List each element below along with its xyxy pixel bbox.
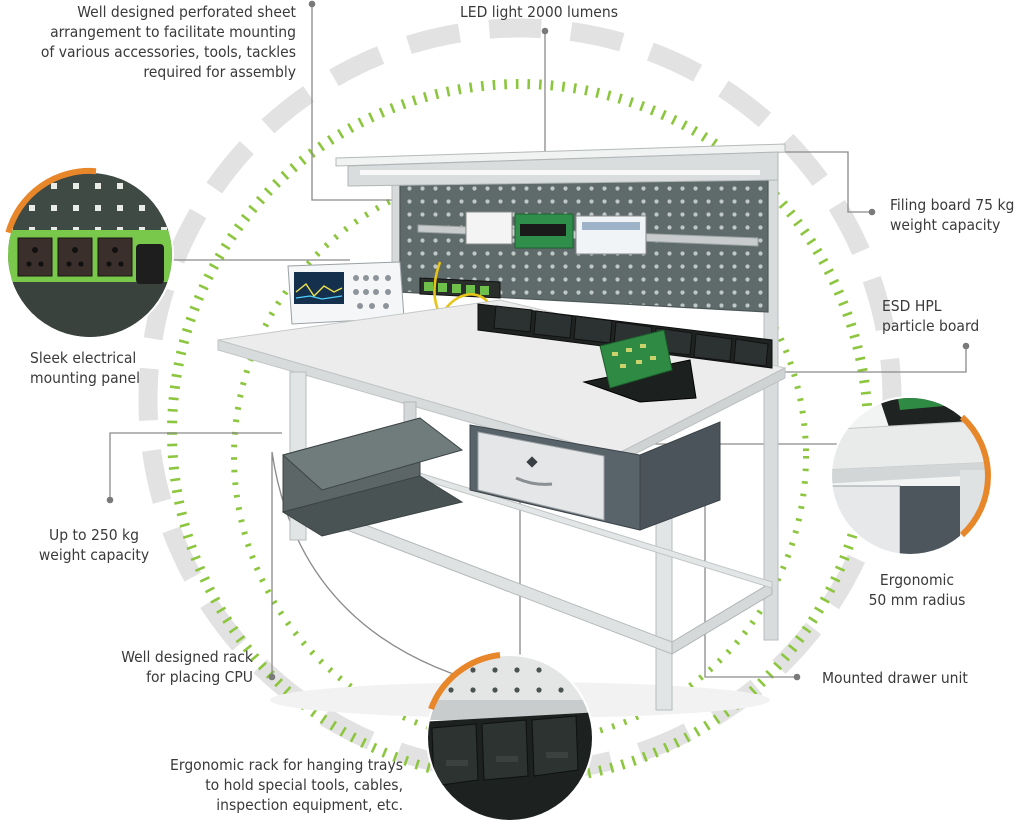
workbench <box>217 143 787 718</box>
callout-weight-capacity: Up to 250 kg weight capacity <box>38 526 150 564</box>
inset-hanging-trays <box>426 652 594 822</box>
inset-electrical-panel <box>5 167 174 339</box>
callout-esd-board: ESD HPL particle board <box>882 297 980 335</box>
callout-filing-board: Filing board 75 kg weight capacity <box>890 196 1015 234</box>
callout-drawer-unit: Mounted drawer unit <box>822 669 968 687</box>
callout-ergonomic-radius: Ergonomic 50 mm radius <box>868 571 966 609</box>
leader-dots <box>106 0 970 681</box>
callout-perforated-sheet: Well designed perforated sheet arrangeme… <box>40 3 296 81</box>
callout-hanging-trays: Ergonomic rack for hanging trays to hold… <box>170 756 403 814</box>
callout-led-light: LED light 2000 lumens <box>460 3 618 21</box>
circuit-board-icon <box>582 329 697 403</box>
oscilloscope-icon <box>287 261 405 325</box>
callout-electrical-panel: Sleek electrical mounting panel <box>30 349 140 387</box>
inset-ergonomic-radius <box>830 396 991 556</box>
callout-cpu-rack: Well designed rack for placing CPU <box>121 648 253 686</box>
power-socket-icon <box>17 237 164 284</box>
drawer-handle-icon <box>515 456 553 486</box>
